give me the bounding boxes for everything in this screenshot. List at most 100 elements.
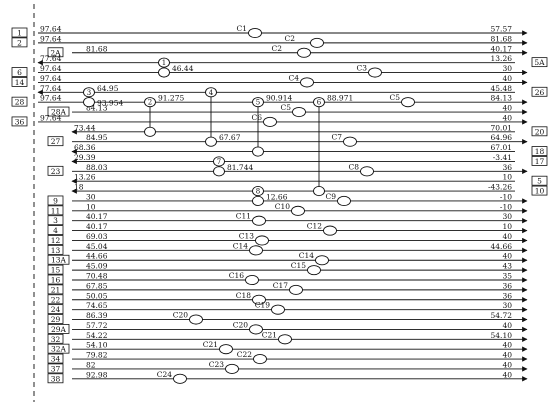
stream-label: 28A xyxy=(51,108,67,117)
stream-inlet-temp: 73.44 xyxy=(74,123,96,132)
stream-outlet-temp: 54.10 xyxy=(491,331,513,340)
stream-outlet-temp: 30 xyxy=(502,212,512,221)
stream-label: 24 xyxy=(51,305,61,314)
stream-label-box xyxy=(11,116,28,127)
stream-label: 16 xyxy=(51,276,61,285)
exchanger-8: 812.66 xyxy=(252,186,288,207)
stream-label: 6 xyxy=(17,68,22,77)
unit-c21: C21 xyxy=(203,340,233,355)
stream-label-box xyxy=(47,235,64,245)
unit-circle xyxy=(252,215,266,226)
stream-label-box xyxy=(11,77,28,87)
stream-label: 10 xyxy=(535,187,545,196)
unit-label: C7 xyxy=(331,133,342,142)
stream-label: 5 xyxy=(537,177,542,186)
unit-c2: C2 xyxy=(284,34,324,48)
unit-c20: C20 xyxy=(233,320,263,335)
stream-inlet-temp: 45.09 xyxy=(86,262,108,271)
stream-inlet-temp: 40.17 xyxy=(86,212,108,221)
exchanger-number: 8 xyxy=(256,188,260,196)
unit-circle xyxy=(255,235,269,246)
stream-inlet-temp: 54.22 xyxy=(86,331,108,340)
unit-c1: C1 xyxy=(236,24,262,39)
unit-circle xyxy=(245,274,259,286)
stream-outlet-temp: 40 xyxy=(502,113,512,122)
stream-4: 4 40.17 10 xyxy=(47,222,528,235)
stream-label-box xyxy=(47,294,64,305)
stream-inlet-temp: 84.13 xyxy=(86,104,108,113)
stream-outlet-temp: 30 xyxy=(502,301,512,310)
unit-c5: C5 xyxy=(280,103,306,118)
stream-inlet-temp: 86.39 xyxy=(86,311,108,320)
unit-circle xyxy=(315,255,329,266)
stream-label: 32 xyxy=(51,335,61,344)
unit-c21: C21 xyxy=(262,330,292,345)
stream-label-box xyxy=(531,57,548,68)
unit-circle xyxy=(263,116,277,127)
stream-label: 9 xyxy=(53,196,58,205)
stream-label: 12 xyxy=(51,236,61,245)
unit-label: C11 xyxy=(236,212,251,221)
exchanger-circle-top xyxy=(205,87,217,98)
stream-label-box xyxy=(47,136,64,147)
stream-label-box xyxy=(47,323,70,334)
unit-circle xyxy=(401,97,415,108)
stream-outlet-temp: 10 xyxy=(502,222,512,231)
stream-inlet-temp: 82 xyxy=(86,360,96,369)
stream-label: 22 xyxy=(51,295,61,304)
exchanger-temp-bottom: 81.744 xyxy=(227,163,253,172)
unit-label: C5 xyxy=(389,93,400,102)
unit-label: C3 xyxy=(356,64,367,73)
stream-label: 4 xyxy=(53,226,58,235)
exchanger-1: 146.44 xyxy=(158,57,194,78)
unit-label: C12 xyxy=(307,222,323,231)
unit-circle xyxy=(323,225,337,236)
stream-label-box xyxy=(47,165,64,176)
stream-label: 1 xyxy=(17,29,22,38)
stream-inlet-temp: 29.39 xyxy=(74,153,96,162)
stream-outlet-temp: 70.01 xyxy=(491,123,512,132)
stream-label: 21 xyxy=(51,285,61,294)
stream-inlet-temp: 97.64 xyxy=(40,34,62,43)
stream-label: 29 xyxy=(51,315,61,324)
stream-label: 17 xyxy=(535,157,545,166)
stream-outlet-temp: 40 xyxy=(502,370,512,379)
unit-label: C17 xyxy=(273,281,289,290)
stream-outlet-temp: 36 xyxy=(502,281,512,290)
exchanger-circle-bottom xyxy=(158,67,170,78)
stream-outlet-temp: 57.57 xyxy=(491,25,513,34)
stream-label-box xyxy=(47,304,64,315)
unit-c16: C16 xyxy=(229,271,259,286)
exchanger-temp-bottom: 93.954 xyxy=(97,99,123,108)
exchanger-circle-bottom xyxy=(83,97,95,108)
stream-label-box xyxy=(47,314,64,324)
stream-inlet-temp: 40.17 xyxy=(86,222,108,231)
exchanger-circle-bottom xyxy=(252,195,264,207)
stream-label-box xyxy=(47,373,64,384)
exchanger-number: 4 xyxy=(209,89,214,97)
stream-label-box xyxy=(47,333,64,344)
stream-inlet-temp: 70.48 xyxy=(86,272,108,281)
unit-label: C6 xyxy=(251,113,262,122)
units-layer: C1C2C2C3C4C5C5C6C7C8C9C10C11C12C13C14C14… xyxy=(157,24,415,384)
stream-label-box xyxy=(531,86,548,97)
unit-label: C5 xyxy=(280,103,291,112)
stream-label-box xyxy=(11,37,28,48)
unit-label: C16 xyxy=(229,271,245,280)
unit-circle xyxy=(343,136,357,147)
exchanger-circle-bottom xyxy=(252,146,264,157)
unit-c13: C13 xyxy=(239,231,269,246)
